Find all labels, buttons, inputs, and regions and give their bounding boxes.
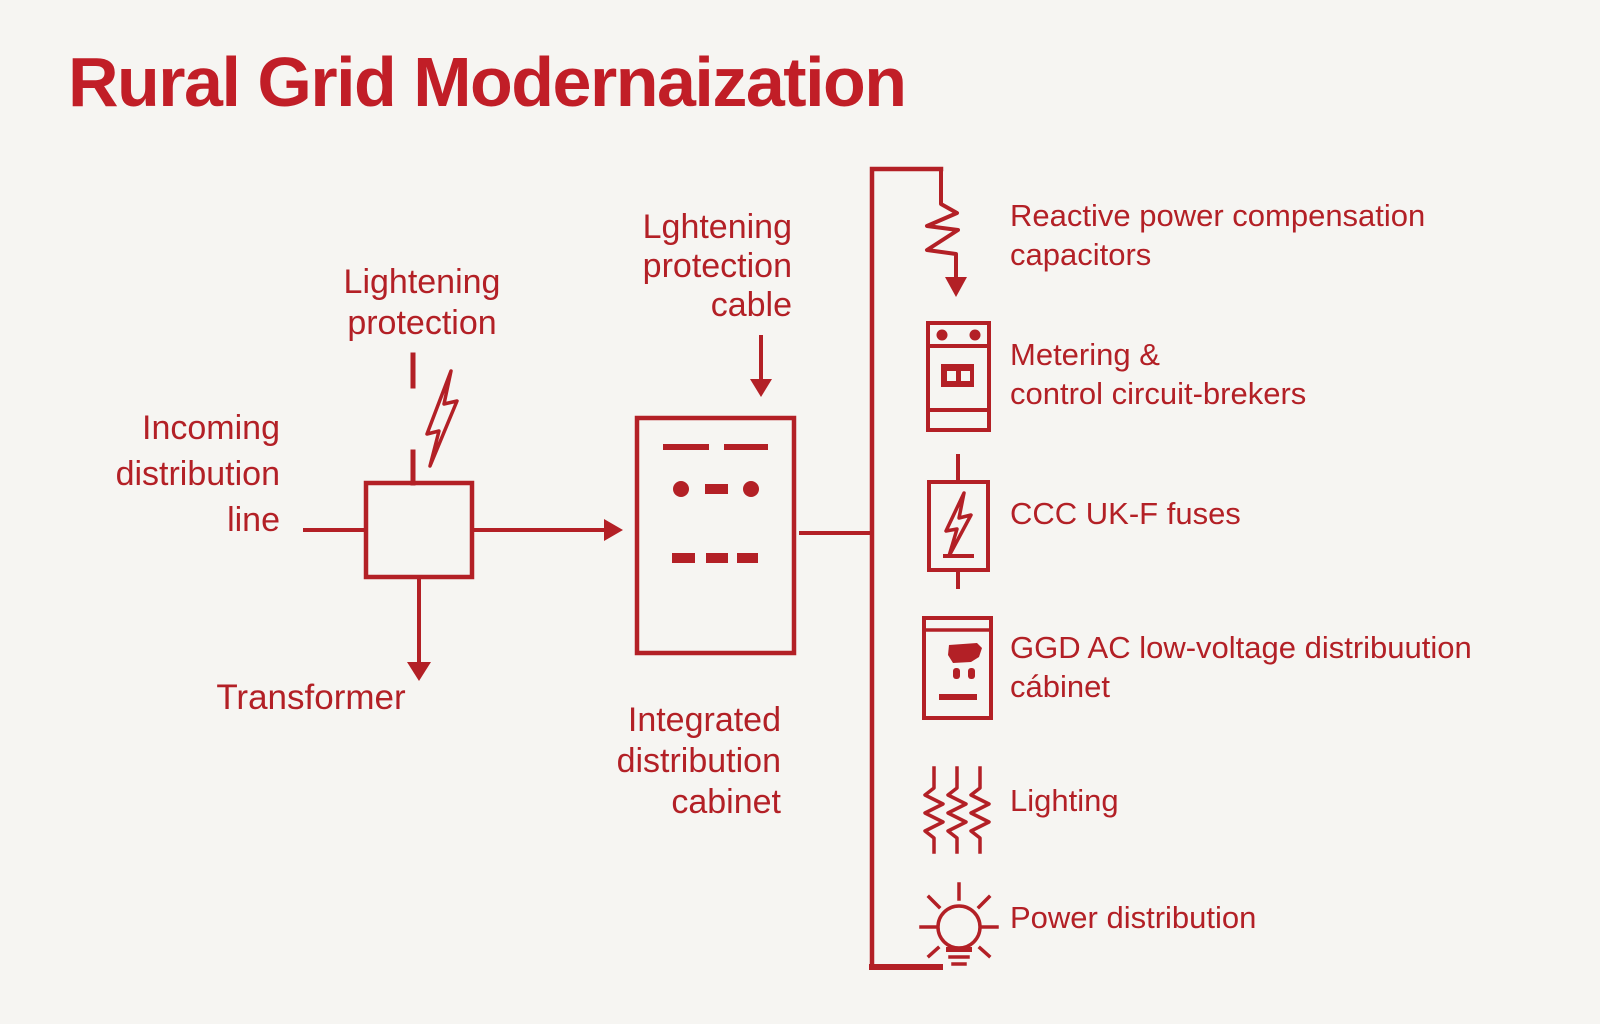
lightning-bolt-icon — [425, 369, 459, 468]
lv-cabinet-icon — [922, 616, 993, 720]
lightening-protection-label: Lightening protection — [343, 263, 501, 342]
light-bulb-icon — [919, 882, 999, 966]
cable-down-arrow — [750, 335, 772, 397]
output-label-lighting: Lighting — [1010, 783, 1119, 818]
output-label-power-distribution: Power distribution — [1010, 900, 1257, 935]
fuse-icon — [927, 454, 990, 589]
integrated-cabinet-box — [634, 415, 797, 656]
resistor-arrow-icon — [925, 167, 967, 297]
circuit-breaker-icon — [926, 321, 991, 432]
incoming-distribution-line-label: Incoming distribution line — [115, 409, 280, 539]
transformer-down-arrow — [407, 575, 431, 681]
output-label-capacitors: Reactive power compensation capacitors — [1010, 198, 1426, 272]
integrated-distribution-cabinet-label: Integrated distribution cabinet — [616, 701, 781, 821]
bus-line — [869, 166, 944, 970]
output-label-metering: Metering & control circuit-brekers — [1010, 337, 1307, 411]
triple-resistor-icon — [923, 766, 991, 854]
output-label-ggd-cabinet: GGD AC low-voltage distribuution cábinet — [1010, 630, 1472, 704]
transformer-right-arrow — [470, 519, 623, 541]
lightening-protection-cable-label: Lghtening protection cable — [642, 208, 792, 324]
page-title: Rural Grid Modernaization — [68, 43, 907, 121]
output-label-fuses: CCC UK-F fuses — [1010, 496, 1241, 531]
transformer-box — [363, 480, 475, 580]
transformer-label: Transformer — [216, 678, 406, 717]
